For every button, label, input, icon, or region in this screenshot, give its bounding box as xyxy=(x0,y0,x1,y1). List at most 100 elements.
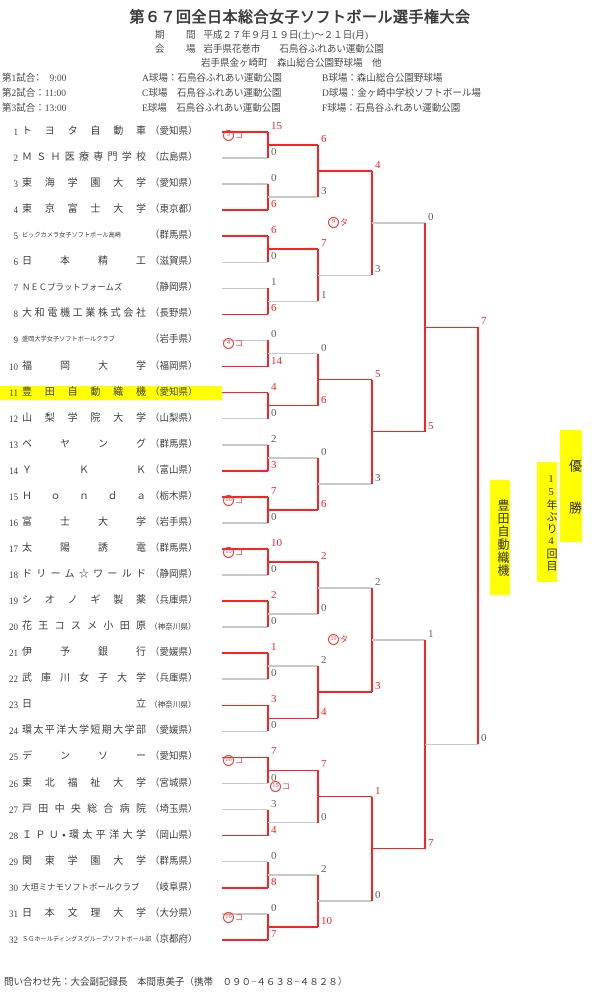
final-stub-top xyxy=(425,326,478,329)
r1-stub-top-10 xyxy=(222,600,268,602)
team-seed-number: 7 xyxy=(13,283,19,294)
r1-stub-top-7 xyxy=(222,443,268,446)
r1-score-top-1: 15 xyxy=(271,120,282,132)
team-seed-number: 10 xyxy=(9,361,18,372)
r1-stub-bottom-7 xyxy=(222,469,268,472)
team-name: 伊予銀行 xyxy=(22,647,146,659)
r1-bar-1 xyxy=(267,132,269,159)
period-value: 平成２７年９月１９日(土)〜２１日(月) xyxy=(203,31,369,41)
team-seed-number: 1 xyxy=(13,127,19,137)
team-seed-number: 8 xyxy=(13,309,19,320)
team-prefecture: （兵庫県） xyxy=(150,596,198,607)
r1-score-bottom-2: 6 xyxy=(271,198,277,211)
team-seed-number: 9 xyxy=(13,335,19,346)
r2-score-top-5: 2 xyxy=(321,549,327,562)
sf-bar-2 xyxy=(424,640,426,849)
game-field-kana: タ xyxy=(340,218,348,228)
r2-bar-6 xyxy=(317,666,319,719)
sf-score-top-2: 1 xyxy=(428,628,434,641)
r2-score-top-2: 7 xyxy=(321,237,327,250)
game-field-kana: コ xyxy=(235,756,243,766)
game-field-kana: コ xyxy=(235,131,243,140)
r1-score-bottom-6: 0 xyxy=(271,406,277,419)
r1-stub-bottom-3 xyxy=(222,261,268,264)
team-prefecture: （静岡県） xyxy=(150,570,198,581)
r1-bar-5 xyxy=(267,340,269,367)
game-number-circle: 4 xyxy=(223,338,234,350)
team-name: デンソー xyxy=(22,751,146,763)
r1-score-top-8: 7 xyxy=(271,484,277,497)
r2-bar-8 xyxy=(317,874,319,927)
team-name: 日立 xyxy=(22,699,146,711)
team-prefecture: （兵庫県） xyxy=(150,674,198,685)
team-seed-number: 11 xyxy=(9,387,18,398)
team-prefecture: （岡山県） xyxy=(150,830,198,841)
r2-bar-5 xyxy=(317,561,319,615)
team-prefecture: （埼玉県） xyxy=(150,804,198,815)
r1-score-top-14: 3 xyxy=(271,797,277,810)
r1-stub-bottom-14 xyxy=(222,834,268,837)
team-name: ビックカメラ女子ソフトボール高崎 xyxy=(22,232,121,240)
game-number-circle: 11 xyxy=(328,634,339,646)
r3-score-top-4: 1 xyxy=(375,784,381,797)
team-name: 福岡大学 xyxy=(22,360,146,372)
team-name: 戸田中央総合病院 xyxy=(22,803,146,815)
page-title: 第６７回全日本総合女子ソフトボール選手権大会 xyxy=(129,10,471,26)
team-prefecture: （岩手県） xyxy=(150,517,198,528)
sf-stub-bottom-2 xyxy=(372,847,425,850)
r1-score-top-10: 2 xyxy=(271,589,277,602)
team-prefecture: （山梨県） xyxy=(150,413,198,424)
r2-stub-top-7 xyxy=(268,769,318,772)
team-prefecture: （東京都） xyxy=(150,205,198,216)
r2-score-top-8: 2 xyxy=(321,862,327,875)
r1-stub-top-6 xyxy=(222,391,268,394)
r1-stub-bottom-10 xyxy=(222,626,268,628)
r1-score-bottom-3: 0 xyxy=(271,250,277,263)
r3-stub-bottom-2 xyxy=(318,483,372,485)
team-name: 環太平洋大学短期大学部 xyxy=(22,725,146,737)
game-number-circle: 16 xyxy=(223,494,234,506)
r3-score-top-3: 2 xyxy=(375,576,381,589)
field-f: F球場：石鳥谷ふれあい運動公園 xyxy=(322,104,461,114)
r1-stub-bottom-4 xyxy=(222,313,268,316)
r2-bar-4 xyxy=(317,457,319,510)
team-seed-number: 5 xyxy=(13,231,19,242)
r2-stub-bottom-5 xyxy=(268,613,318,615)
r2-score-top-7: 7 xyxy=(321,758,327,771)
game-number-circle: 15 xyxy=(223,546,234,558)
team-name: 豊田自動織機 xyxy=(22,386,146,398)
team-name: 花王コスメ小田原 xyxy=(22,621,146,633)
team-seed-number: 15 xyxy=(9,491,18,502)
field-e: E球場 石鳥谷ふれあい運動公園 xyxy=(142,104,281,114)
team-prefecture: （長野県） xyxy=(150,309,198,320)
game-number-circle: 3 xyxy=(223,130,234,141)
team-seed-number: 29 xyxy=(9,856,18,867)
r1-score-top-16: 0 xyxy=(271,901,277,914)
r2-score-bottom-1: 3 xyxy=(321,185,327,198)
r1-score-bottom-9: 0 xyxy=(271,563,277,576)
team-prefecture: （広島県） xyxy=(150,153,198,164)
r1-score-top-3: 6 xyxy=(271,224,277,237)
r1-stub-bottom-12 xyxy=(222,730,268,733)
r3-score-bottom-4: 0 xyxy=(375,888,381,901)
r1-score-bottom-13: 0 xyxy=(271,771,277,784)
team-seed-number: 26 xyxy=(9,778,18,789)
team-name: ＩＰＵ・環太平洋大学 xyxy=(22,829,146,841)
team-seed-number: 12 xyxy=(9,413,18,424)
r1-score-top-5: 0 xyxy=(271,328,277,341)
r2-score-bottom-4: 6 xyxy=(321,497,327,510)
sf-bar-1 xyxy=(424,223,426,432)
r3-score-bottom-3: 3 xyxy=(375,680,381,693)
team-name: ＭＳＨ医療専門学校 xyxy=(22,152,146,164)
